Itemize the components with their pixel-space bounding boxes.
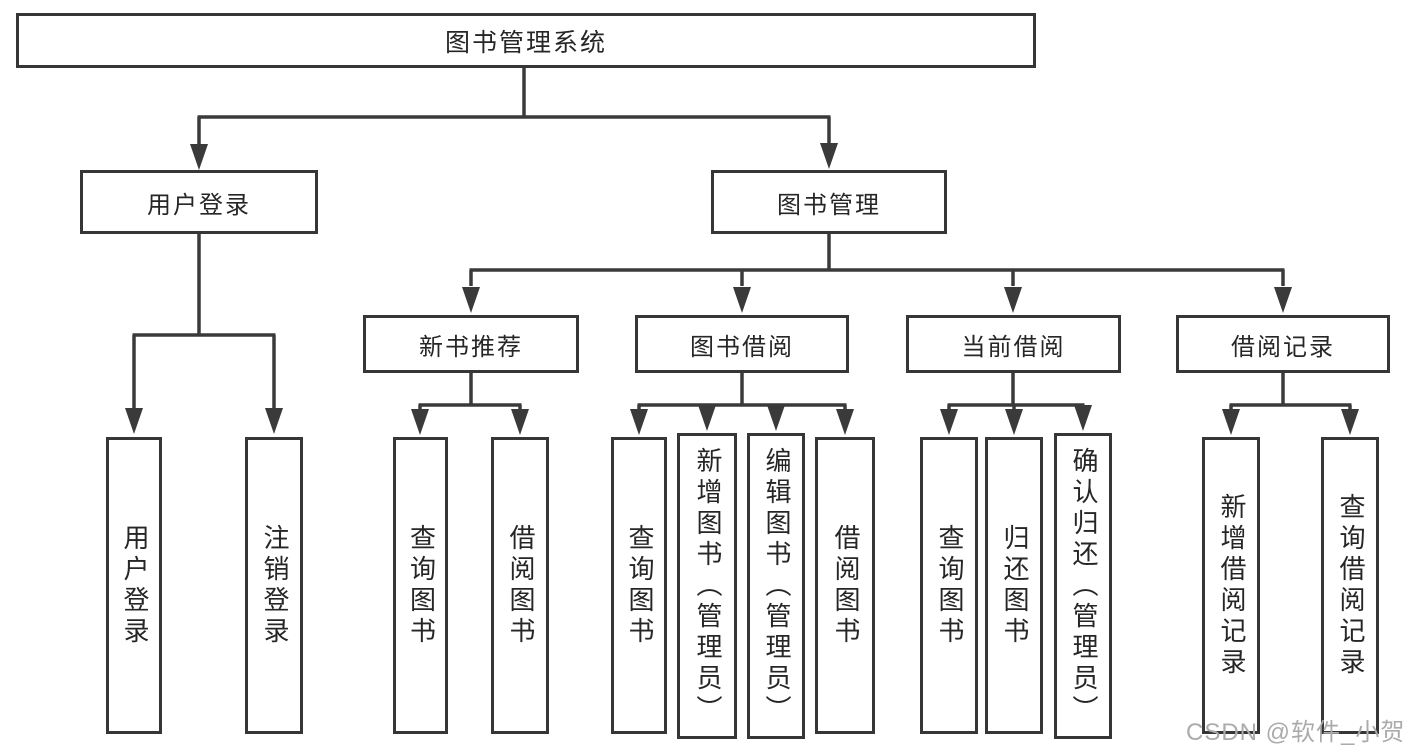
leaf-add-book-admin: 新增图书（管理员） (677, 433, 737, 739)
leaf-add-borrow-record-label: 新增借阅记录 (1216, 492, 1247, 679)
leaf-borrow-books-recommend-label: 借阅图书 (505, 523, 536, 648)
leaf-query-books-current: 查询图书 (920, 437, 978, 734)
node-root-library-system: 图书管理系统 (16, 13, 1036, 68)
leaf-query-books-borrowing-label: 查询图书 (624, 523, 655, 648)
leaf-borrow-books-recommend: 借阅图书 (491, 437, 549, 734)
leaf-query-books-current-label: 查询图书 (934, 523, 965, 648)
leaf-borrow-books-borrowing-label: 借阅图书 (830, 523, 861, 648)
leaf-user-login: 用户登录 (106, 437, 162, 734)
node-new-book-recommend: 新书推荐 (363, 315, 579, 373)
leaf-query-borrow-record-label: 查询借阅记录 (1335, 492, 1366, 679)
leaf-query-books-recommend-label: 查询图书 (406, 523, 437, 648)
node-book-borrowing: 图书借阅 (635, 315, 849, 373)
leaf-return-book: 归还图书 (985, 437, 1043, 734)
leaf-borrow-books-borrowing: 借阅图书 (815, 437, 875, 734)
leaf-edit-book-admin-label: 编辑图书（管理员） (761, 446, 792, 726)
leaf-user-login-label: 用户登录 (119, 523, 150, 648)
leaf-confirm-return-admin: 确认归还（管理员） (1054, 433, 1112, 739)
node-user-login: 用户登录 (80, 170, 318, 234)
leaf-query-books-borrowing: 查询图书 (611, 437, 667, 734)
leaf-return-book-label: 归还图书 (999, 523, 1030, 648)
node-borrow-records: 借阅记录 (1176, 315, 1390, 373)
node-book-management: 图书管理 (711, 170, 947, 234)
arrowheads (125, 143, 1359, 435)
leaf-confirm-return-admin-label: 确认归还（管理员） (1068, 446, 1099, 726)
leaf-add-borrow-record: 新增借阅记录 (1202, 437, 1260, 734)
csdn-watermark: CSDN @软件_小贺同学 (1186, 719, 1405, 746)
node-current-borrowing: 当前借阅 (906, 315, 1121, 373)
leaf-logout-login-label: 注销登录 (259, 523, 290, 648)
leaf-add-book-admin-label: 新增图书（管理员） (692, 446, 723, 726)
leaf-logout-login: 注销登录 (245, 437, 303, 734)
leaf-edit-book-admin: 编辑图书（管理员） (747, 433, 805, 739)
leaf-query-books-recommend: 查询图书 (393, 437, 448, 734)
leaf-query-borrow-record: 查询借阅记录 (1321, 437, 1379, 734)
